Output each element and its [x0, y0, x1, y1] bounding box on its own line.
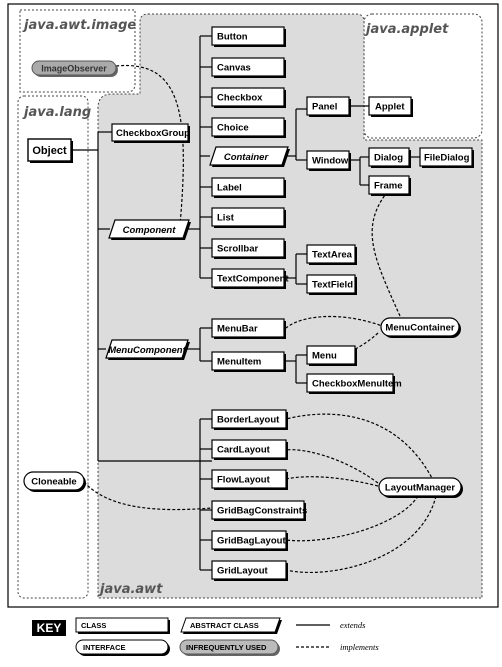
svg-text:ImageObserver: ImageObserver [41, 64, 107, 74]
package-java-lang: java.lang [17, 95, 91, 599]
menu-item-node: MenuItem [211, 351, 286, 372]
extends-lines [71, 35, 420, 571]
cloneable-node: Cloneable [23, 471, 86, 492]
grid-bag-layout-node: GridBagLayout [211, 530, 288, 551]
svg-text:Window: Window [312, 156, 349, 167]
menu-bar-node: MenuBar [211, 318, 286, 339]
scrollbar-node: Scrollbar [211, 238, 286, 259]
checkbox-group-node: CheckboxGroup [111, 123, 190, 143]
key-title-box [32, 620, 66, 636]
component-node: Component [108, 219, 191, 240]
menu-component-node: MenuComponent [105, 339, 190, 360]
package-label-awt-image: java.awt.image [22, 18, 136, 33]
key-abstract-class-sample: ABSTRACT CLASS [180, 617, 282, 634]
choice-node: Choice [211, 117, 286, 138]
layout-manager-node: LayoutManager [378, 477, 463, 498]
svg-text:LayoutManager: LayoutManager [385, 483, 456, 494]
svg-text:INFREQUENTLY USED: INFREQUENTLY USED [186, 643, 267, 652]
canvas-node: Canvas [211, 57, 286, 78]
checkbox-menu-item-node: CheckboxMenuItem [306, 373, 402, 394]
key-interface-sample: INTERFACE [75, 639, 170, 656]
container-node: Container [209, 146, 290, 167]
key-class-sample: CLASS [75, 617, 170, 634]
key-implements-label: implements [340, 642, 379, 652]
text-field-node: TextField [306, 274, 357, 295]
svg-text:INTERFACE: INTERFACE [83, 643, 126, 652]
svg-text:Button: Button [217, 32, 248, 43]
svg-text:GridBagConstraints: GridBagConstraints [217, 506, 307, 517]
flow-layout-node: FlowLayout [211, 469, 288, 490]
svg-text:Component: Component [123, 225, 177, 236]
svg-text:FileDialog: FileDialog [424, 153, 470, 164]
grid-bag-constraints-node: GridBagConstraints [211, 500, 307, 521]
svg-text:List: List [217, 213, 235, 224]
svg-text:CheckboxMenuItem: CheckboxMenuItem [312, 379, 402, 390]
file-dialog-node: FileDialog [419, 147, 474, 168]
svg-text:CheckboxGroup: CheckboxGroup [116, 128, 190, 139]
text-component-node: TextComponent [211, 268, 289, 289]
checkbox-node: Checkbox [211, 87, 286, 108]
svg-text:Dialog: Dialog [374, 153, 403, 164]
dialog-node: Dialog [368, 147, 411, 168]
key-legend: KEY CLASS ABSTRACT CLASS INTERFACE INFRE… [32, 617, 379, 656]
svg-text:Applet: Applet [375, 102, 405, 113]
package-java-awt-image: java.awt.image [19, 9, 136, 93]
package-java-applet: java.applet [363, 13, 483, 139]
svg-text:GridBagLayout: GridBagLayout [217, 536, 286, 547]
panel-node: Panel [306, 96, 351, 117]
svg-text:Menu: Menu [312, 351, 337, 362]
menu-container-node: MenuContainer [380, 317, 461, 338]
svg-text:CardLayout: CardLayout [217, 445, 271, 456]
key-infrequently-used-sample: INFREQUENTLY USED [179, 639, 280, 656]
svg-text:CLASS: CLASS [81, 621, 106, 630]
svg-text:Canvas: Canvas [217, 63, 251, 74]
svg-text:BorderLayout: BorderLayout [217, 415, 280, 426]
list-node: List [211, 207, 286, 228]
text-area-node: TextArea [306, 244, 357, 265]
svg-text:Scrollbar: Scrollbar [217, 244, 258, 255]
svg-text:MenuBar: MenuBar [217, 324, 258, 335]
svg-text:Label: Label [217, 183, 242, 194]
svg-text:TextField: TextField [312, 280, 353, 291]
image-observer-node: ImageObserver [31, 60, 118, 77]
package-label-applet: java.applet [364, 22, 449, 37]
svg-text:Object: Object [32, 145, 67, 157]
card-layout-node: CardLayout [211, 439, 288, 460]
svg-text:Choice: Choice [217, 123, 249, 134]
svg-text:Cloneable: Cloneable [31, 477, 76, 488]
label-node: Label [211, 177, 286, 198]
svg-text:TextComponent: TextComponent [217, 274, 289, 285]
package-label-awt: java.awt [98, 582, 163, 597]
implements-lines [83, 64, 437, 573]
svg-text:MenuItem: MenuItem [217, 357, 261, 368]
svg-text:MenuContainer: MenuContainer [385, 323, 454, 334]
button-node: Button [211, 26, 286, 47]
window-node: Window [306, 150, 351, 171]
svg-text:ABSTRACT CLASS: ABSTRACT CLASS [190, 621, 259, 630]
svg-text:FlowLayout: FlowLayout [217, 475, 271, 486]
border-layout-node: BorderLayout [211, 409, 288, 430]
applet-node: Applet [368, 96, 413, 117]
svg-text:Frame: Frame [374, 181, 403, 192]
svg-text:Panel: Panel [312, 102, 337, 113]
diagram-frame [7, 3, 499, 608]
svg-text:MenuComponent: MenuComponent [108, 345, 186, 356]
key-title: KEY [37, 621, 62, 635]
svg-text:Checkbox: Checkbox [217, 93, 263, 104]
key-extends-label: extends [340, 620, 366, 630]
menu-node: Menu [306, 345, 357, 366]
frame-node: Frame [368, 175, 411, 196]
svg-text:Container: Container [224, 152, 270, 163]
object-node: Object [27, 138, 73, 163]
package-label-lang: java.lang [22, 105, 91, 120]
svg-text:TextArea: TextArea [312, 250, 353, 261]
grid-layout-node: GridLayout [211, 560, 288, 581]
svg-text:GridLayout: GridLayout [217, 566, 269, 577]
